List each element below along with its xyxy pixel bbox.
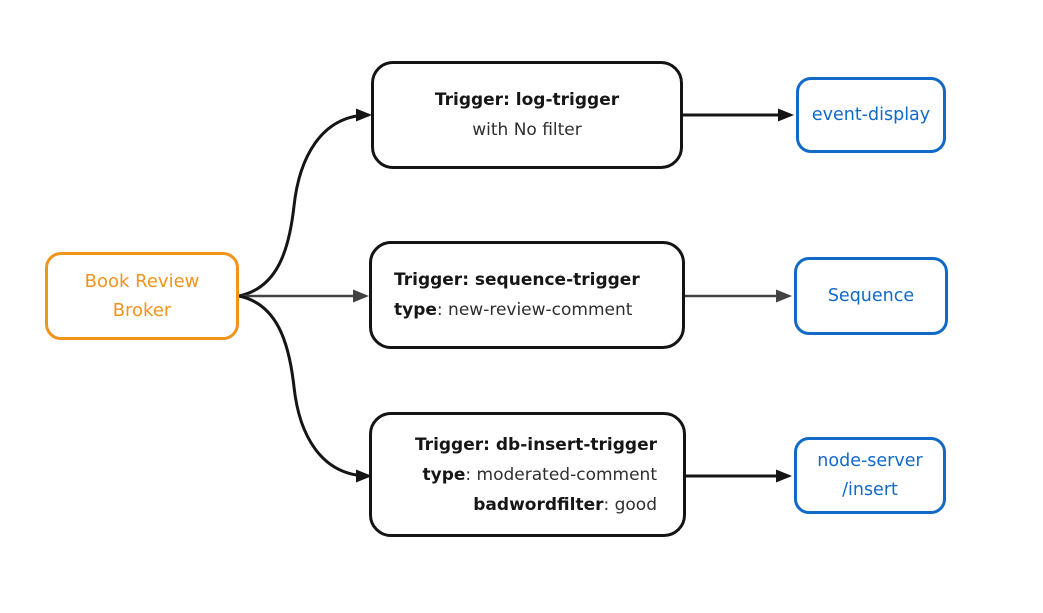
sink-node-server-label-line1: node-server [817,450,923,471]
trigger-sequence-attr-value: : new-review-comment [436,300,633,320]
trigger-log-title: Trigger: log-trigger [434,90,620,110]
trigger-db-insert-attr-badwordfilter-value: : good [603,494,657,515]
trigger-sequence-title: Trigger: sequence-trigger [394,270,640,290]
trigger-node-db-insert: Trigger: db-insert-trigger type: moderat… [369,412,686,537]
trigger-sequence-attr-key: type [394,300,437,320]
trigger-log-filter: with No filter [472,120,582,140]
sink-node-server-label-line2: /insert [842,479,898,500]
trigger-db-insert-attr-type-value: : moderated-comment [465,464,657,485]
sink-sequence-label: Sequence [827,285,915,306]
trigger-sequence-attr: type: new-review-comment [394,295,682,325]
trigger-db-insert-attr-type: type: moderated-comment [372,460,658,490]
sink-node-event-display: event-display [796,77,946,153]
broker-label-line1: Book Review [84,271,200,292]
trigger-node-sequence: Trigger: sequence-trigger type: new-revi… [369,241,685,349]
broker-node: Book Review Broker [45,252,239,340]
trigger-db-insert-attr-type-key: type [422,464,466,485]
trigger-db-insert-attr-badwordfilter-key: badwordfilter [473,494,604,515]
sink-event-display-label: event-display [811,104,931,125]
trigger-db-insert-title: Trigger: db-insert-trigger [414,434,657,455]
edge-broker-to-db-insert-trigger [238,294,372,483]
broker-label-line2: Broker [112,300,172,321]
trigger-db-insert-attr-badwordfilter: badwordfilter: good [372,490,657,520]
trigger-node-log: Trigger: log-trigger with No filter [371,61,683,169]
sink-node-sequence: Sequence [794,257,948,335]
edge-broker-to-log-trigger [238,108,372,298]
sink-node-node-server: node-server /insert [794,437,946,514]
